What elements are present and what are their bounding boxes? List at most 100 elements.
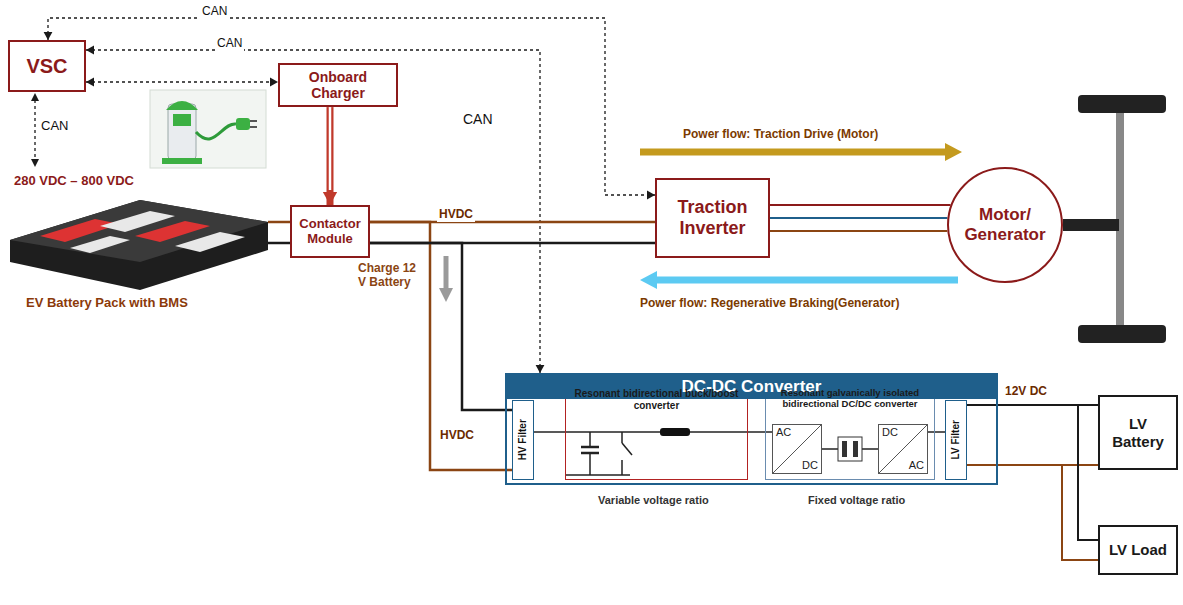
arrow-head xyxy=(270,78,278,87)
label-slot: 280 VDC – 800 VDC xyxy=(14,171,134,189)
label-slot: CAN xyxy=(215,33,244,51)
wheel xyxy=(1078,95,1166,113)
charger-base xyxy=(162,158,202,164)
bridge-diagonal xyxy=(878,424,928,474)
transformer-coil xyxy=(853,441,858,457)
connector-label: HVDC xyxy=(437,208,475,222)
arrow-head xyxy=(945,143,962,161)
battery-pack xyxy=(10,200,268,290)
label-slot: Power flow: Regenerative Braking(Generat… xyxy=(640,293,899,311)
label-slot: EV Battery Pack with BMS xyxy=(26,293,188,311)
charger-box: Onboard Charger xyxy=(278,63,398,107)
connector xyxy=(86,50,540,373)
label-slot: CAN xyxy=(41,116,68,134)
node-text: DC xyxy=(802,459,818,472)
can-line xyxy=(34,100,35,160)
node-text: VSC xyxy=(26,55,67,78)
node-text: Onboard Charger xyxy=(286,69,390,101)
wire xyxy=(565,474,630,476)
part-name: EV Battery Pack with BMS xyxy=(26,296,188,311)
arrow-head xyxy=(31,93,39,101)
battery-module xyxy=(175,232,245,252)
arrow-head xyxy=(640,271,657,289)
converter-stage: Resonant galvanically isolated bidirecti… xyxy=(765,385,935,480)
label-slot: CAN xyxy=(200,1,229,19)
charger-cable xyxy=(196,124,236,139)
connector xyxy=(48,18,655,195)
power-flow-note: Power flow: Traction Drive (Motor) xyxy=(683,128,878,142)
motor-circle: Motor/ Generator xyxy=(947,167,1063,283)
charger-plug xyxy=(236,118,250,130)
label-slot: CAN xyxy=(463,110,493,128)
bridge-diagonal xyxy=(772,424,822,474)
battery-module xyxy=(70,236,130,253)
label-slot: HVDC xyxy=(438,425,476,443)
arrow-head xyxy=(86,78,94,87)
load-box: LV Load xyxy=(1098,525,1178,575)
motor-shaft xyxy=(1063,219,1119,231)
connector xyxy=(748,431,765,433)
power-flow-arrow xyxy=(657,277,958,284)
connector xyxy=(534,431,565,433)
label-slot: Charge 12 V Battery xyxy=(358,262,420,290)
capacitor-symbol xyxy=(589,453,591,475)
converter-stage: Resonant bidirectional buck/boost conver… xyxy=(565,385,748,480)
node-text: Motor/ Generator xyxy=(955,205,1055,244)
label-slot: 12V DC xyxy=(1003,381,1049,399)
charger-cap xyxy=(166,101,198,110)
bridge-box: ACDC xyxy=(772,424,822,474)
power-flow-note: Power flow: Regenerative Braking(Generat… xyxy=(640,297,899,311)
connector-label: HVDC xyxy=(438,429,476,443)
node-text: LV Filter xyxy=(950,420,962,459)
wire xyxy=(565,431,660,433)
charger-screen xyxy=(173,114,191,126)
wire xyxy=(928,431,935,433)
bridge-box: DCAC xyxy=(878,424,928,474)
connector xyxy=(370,222,512,470)
plug-pin xyxy=(250,120,257,122)
signal-name: CAN xyxy=(41,119,68,134)
converter-frame: DC-DC ConverterHV FilterResonant bidirec… xyxy=(505,373,998,485)
connector xyxy=(935,431,945,433)
node-text: Traction Inverter xyxy=(663,197,762,238)
ratio-note: Variable voltage ratio xyxy=(598,494,709,507)
charger-photo xyxy=(150,90,266,168)
resonant-tank-symbol xyxy=(660,428,690,436)
charge-note: Charge 12 V Battery xyxy=(358,262,420,290)
connector-label: CAN xyxy=(200,5,229,19)
wheel xyxy=(1078,325,1166,343)
connector-label: 12V DC xyxy=(1003,385,1049,399)
label-slot: Variable voltage ratio xyxy=(598,490,709,508)
node-text: LV Battery xyxy=(1106,415,1170,450)
arrow-head xyxy=(44,32,53,40)
label-slot: HVDC xyxy=(437,204,475,222)
voltage-range: 280 VDC – 800 VDC xyxy=(14,174,134,189)
node-text: LV Load xyxy=(1109,541,1167,558)
label-slot: Power flow: Traction Drive (Motor) xyxy=(683,124,878,142)
node-text: AC xyxy=(909,459,924,472)
controller-box: VSC xyxy=(8,40,86,92)
ratio-note: Fixed voltage ratio xyxy=(808,494,905,507)
label-slot: Fixed voltage ratio xyxy=(808,490,905,508)
inverter-box: Traction Inverter xyxy=(655,178,770,258)
node-text: Resonant galvanically isolated bidirecti… xyxy=(770,388,930,410)
signal-name: CAN xyxy=(463,111,493,127)
charger-pole xyxy=(168,104,196,160)
arrow-head xyxy=(536,365,545,373)
connector xyxy=(86,81,278,82)
connector xyxy=(967,465,1098,560)
filter-box: LV Filter xyxy=(945,400,967,480)
connector xyxy=(327,107,334,205)
filter-box: HV Filter xyxy=(512,400,534,480)
hv-wire xyxy=(268,221,290,224)
connector xyxy=(329,107,332,190)
connector xyxy=(770,204,951,206)
switch-symbol xyxy=(621,432,623,443)
arrow-head xyxy=(31,159,39,167)
node-text: Contactor Module xyxy=(298,217,362,247)
capacitor-symbol xyxy=(589,432,591,447)
connector xyxy=(770,217,947,219)
battery-top xyxy=(10,200,268,262)
arrow-head xyxy=(323,192,337,205)
